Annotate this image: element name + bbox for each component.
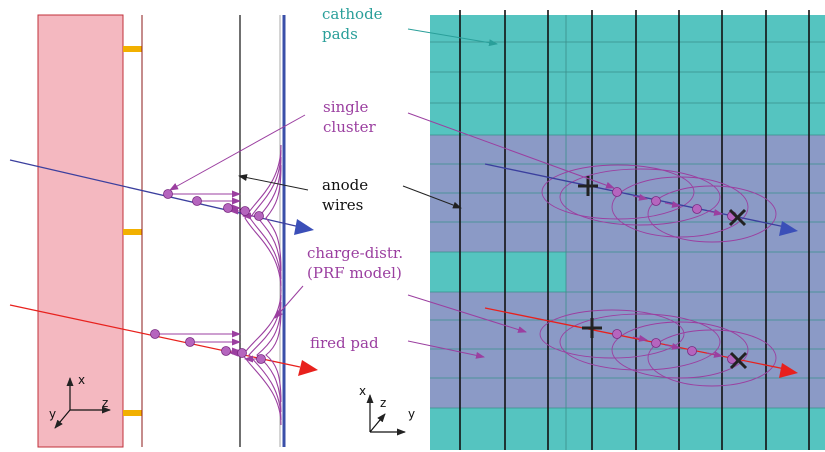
cluster bbox=[692, 204, 702, 214]
support-bar bbox=[123, 46, 142, 52]
track-end-marker bbox=[728, 208, 748, 370]
cluster bbox=[150, 329, 160, 339]
fired-pad-label: fired pad bbox=[310, 334, 379, 352]
cluster bbox=[240, 206, 250, 216]
right-axis-x-label: x bbox=[359, 384, 367, 398]
left-axis-z-label: z bbox=[102, 396, 109, 410]
prf-curve bbox=[265, 309, 282, 403]
anode-leaders bbox=[238, 174, 462, 209]
cluster bbox=[185, 337, 195, 347]
cluster bbox=[192, 196, 202, 206]
prf-curve bbox=[256, 301, 282, 413]
fired-pad-region bbox=[566, 252, 825, 292]
side-view-panel bbox=[9, 14, 318, 448]
pad-grid bbox=[430, 15, 825, 450]
cluster-leaders bbox=[169, 112, 615, 191]
fired-pad-region bbox=[430, 292, 825, 408]
prf-curve bbox=[248, 294, 282, 421]
cluster bbox=[612, 187, 622, 197]
cluster bbox=[254, 211, 264, 221]
prf-curve bbox=[265, 164, 282, 272]
prf-ellipses bbox=[541, 164, 777, 243]
support-bar bbox=[123, 229, 142, 235]
anode-wires bbox=[459, 10, 810, 450]
cluster bbox=[651, 338, 661, 348]
cluster bbox=[163, 189, 173, 199]
track-start-marker bbox=[578, 176, 602, 338]
charge-distribution-label: charge-distr.(PRF model) bbox=[307, 244, 404, 282]
cluster bbox=[221, 346, 231, 356]
cluster bbox=[237, 348, 247, 358]
prf-leaders bbox=[274, 285, 527, 333]
pad-view-panel bbox=[430, 10, 825, 450]
cluster bbox=[612, 329, 622, 339]
cluster bbox=[651, 196, 661, 206]
cluster bbox=[256, 354, 266, 364]
fired-pad-leader bbox=[407, 340, 485, 359]
left-axes bbox=[54, 377, 111, 429]
red-track-arrowhead bbox=[779, 363, 798, 378]
right-axis-y-label: y bbox=[408, 407, 416, 421]
prf-ellipses bbox=[539, 309, 777, 387]
cathode-leader bbox=[407, 28, 498, 47]
left-axis-x-label: x bbox=[78, 373, 86, 387]
blue-track-arrowhead bbox=[294, 219, 314, 235]
support-bar bbox=[123, 410, 142, 416]
red-track-arrowhead bbox=[298, 360, 318, 376]
right-axis-z-label: z bbox=[380, 396, 387, 410]
cluster bbox=[223, 203, 233, 213]
blue-track-arrowhead bbox=[779, 221, 798, 236]
left-axis-y-label: y bbox=[49, 407, 57, 421]
right-axes bbox=[366, 394, 406, 436]
drift-volume bbox=[37, 14, 124, 448]
cluster bbox=[687, 346, 697, 356]
